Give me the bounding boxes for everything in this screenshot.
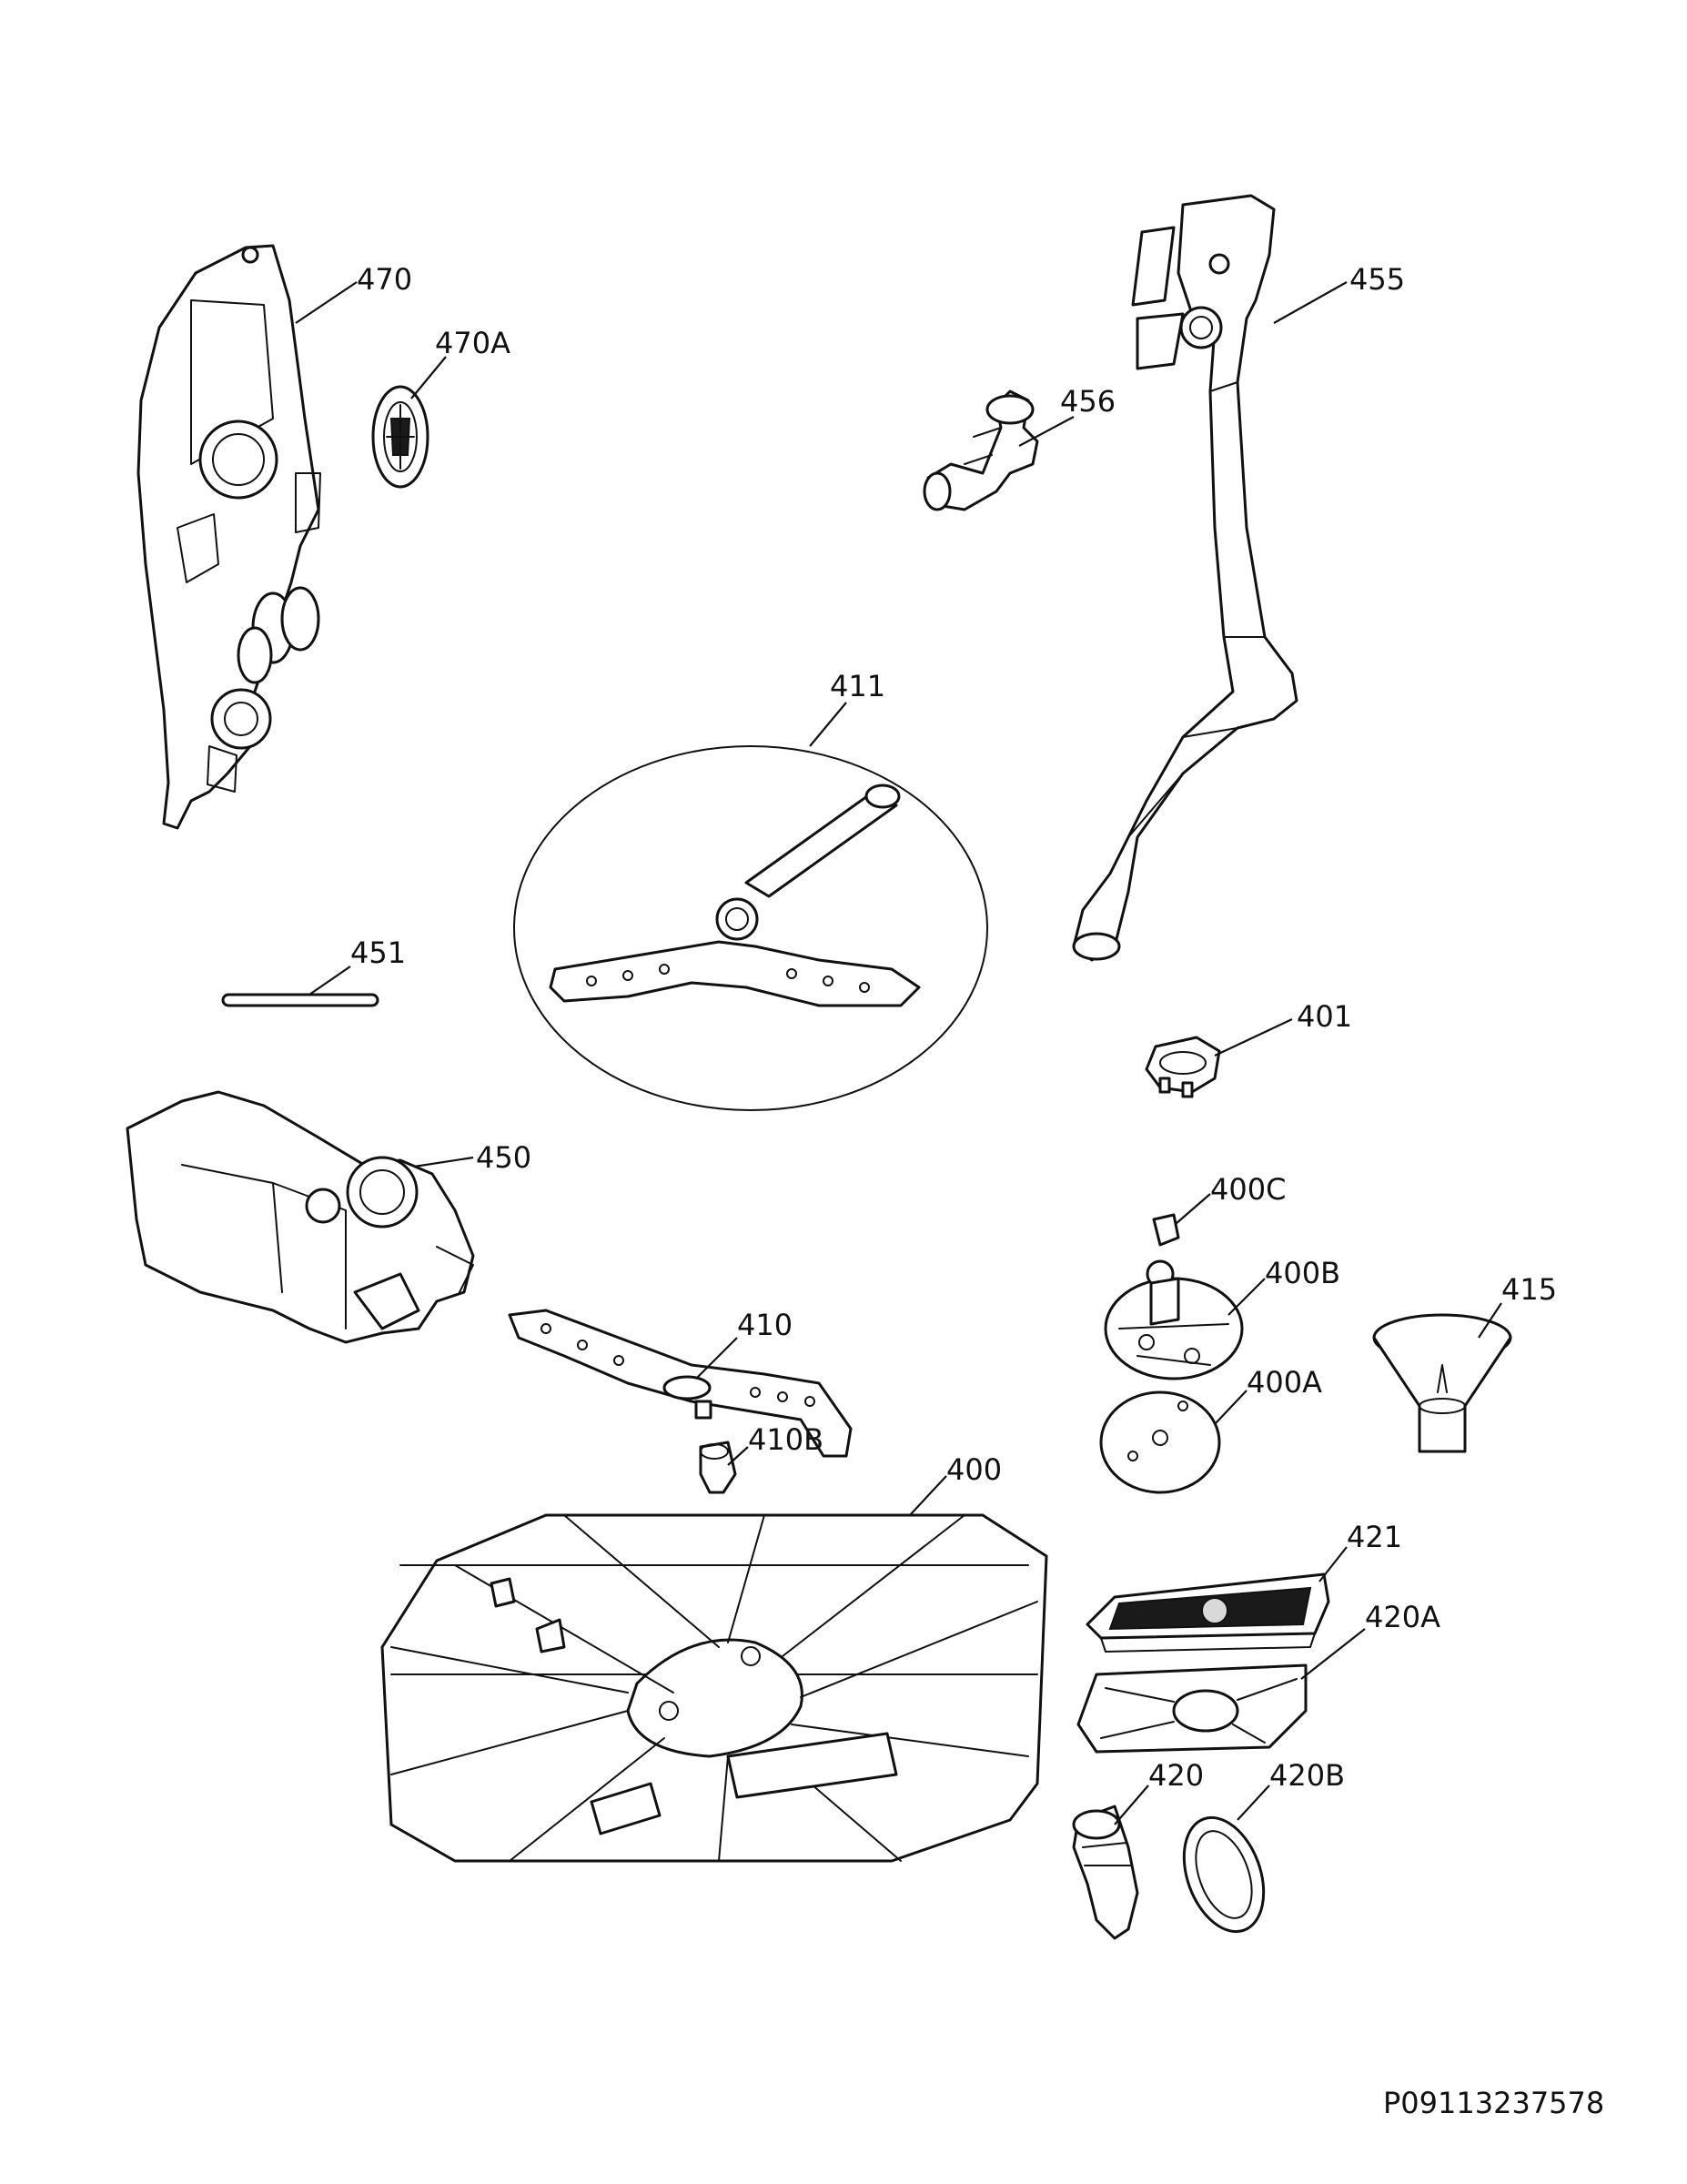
callout-421: 421 — [1318, 1520, 1402, 1582]
callout-400A: 400A — [1214, 1365, 1322, 1425]
callout-401: 401 — [1214, 999, 1352, 1057]
callout-415: 415 — [1478, 1272, 1557, 1339]
callout-420A: 420A — [1300, 1600, 1440, 1680]
part-400-tub-base — [380, 1513, 1048, 1863]
part-420A-fine-filter — [1076, 1663, 1308, 1754]
callout-label-451: 451 — [350, 935, 406, 970]
callout-400: 400 — [909, 1452, 1002, 1516]
callout-456: 456 — [1018, 384, 1116, 447]
callout-470: 470 — [295, 262, 412, 324]
part-400C-clip — [1152, 1213, 1180, 1247]
part-411-upper-spray-arm — [513, 745, 988, 1111]
callout-470A: 470A — [410, 326, 510, 399]
part-450-sump-housing — [126, 1090, 475, 1344]
callout-label-400: 400 — [946, 1452, 1002, 1487]
part-470A-cap — [371, 385, 429, 489]
part-470-water-softener-panel — [136, 244, 321, 830]
part-455-supply-pipe — [1072, 194, 1298, 962]
part-401-valve — [1145, 1036, 1221, 1098]
callout-451: 451 — [308, 935, 406, 996]
callout-label-410B: 410B — [748, 1422, 823, 1457]
part-415-funnel — [1372, 1313, 1512, 1453]
callout-label-415: 415 — [1501, 1272, 1557, 1307]
callout-label-411: 411 — [830, 669, 885, 703]
callout-label-470: 470 — [357, 262, 412, 297]
part-456-connector — [923, 389, 1039, 511]
callout-420: 420 — [1114, 1758, 1204, 1825]
callout-label-456: 456 — [1060, 384, 1116, 419]
document-number: P09113237578 — [1383, 2086, 1604, 2120]
callout-411: 411 — [809, 669, 885, 747]
callout-label-420B: 420B — [1269, 1758, 1345, 1793]
callout-420B: 420B — [1237, 1758, 1345, 1821]
callout-label-421: 421 — [1347, 1520, 1402, 1554]
part-400B-filter-base — [1104, 1259, 1244, 1380]
part-420B-ring — [1182, 1815, 1266, 1934]
part-400A-disc — [1099, 1390, 1221, 1494]
callout-label-400C: 400C — [1210, 1172, 1286, 1207]
callout-450: 450 — [413, 1140, 531, 1175]
callout-label-450: 450 — [476, 1140, 531, 1175]
part-410B-nut — [699, 1441, 737, 1494]
callout-label-470A: 470A — [435, 326, 510, 360]
callout-label-400A: 400A — [1247, 1365, 1322, 1400]
callout-label-401: 401 — [1297, 999, 1352, 1034]
part-421-filter-plate — [1086, 1572, 1330, 1653]
callout-label-455: 455 — [1349, 262, 1405, 297]
callout-label-410: 410 — [737, 1308, 793, 1342]
callout-410: 410 — [695, 1308, 793, 1380]
part-451-rod — [221, 993, 379, 1007]
callout-400C: 400C — [1175, 1172, 1286, 1225]
part-410-lower-spray-arm — [508, 1309, 853, 1458]
callout-410B: 410B — [727, 1422, 823, 1466]
callout-400B: 400B — [1227, 1256, 1340, 1316]
part-420-filter-cartridge — [1072, 1805, 1139, 1940]
callout-label-420A: 420A — [1365, 1600, 1440, 1634]
callout-label-400B: 400B — [1265, 1256, 1340, 1290]
callout-label-420: 420 — [1148, 1758, 1204, 1793]
callout-455: 455 — [1273, 262, 1405, 324]
